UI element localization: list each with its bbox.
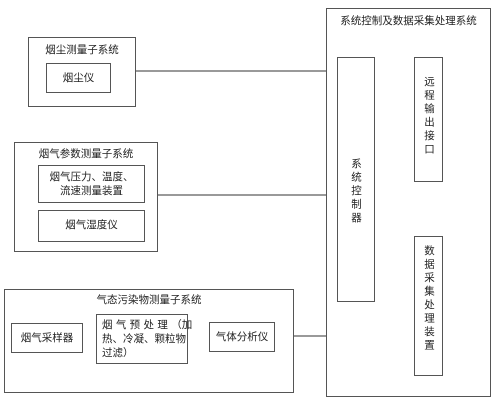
flue-param-subsystem-box: 烟气参数测量子系统 烟气压力、温度、 流速测量装置 烟气湿度仪 xyxy=(14,142,158,252)
humidity-instrument-box: 烟气湿度仪 xyxy=(38,210,145,242)
humidity-instrument-label: 烟气湿度仪 xyxy=(65,219,118,231)
gas-analyzer-label: 气体分析仪 xyxy=(215,331,269,343)
flow-measure-device-line1: 烟气压力、温度、 xyxy=(49,171,134,183)
control-system-title: 系统控制及数据采集处理系统 xyxy=(340,15,477,27)
remote-output-label: 远程输出接口 xyxy=(423,76,435,157)
sampler-box: 烟气采样器 xyxy=(11,323,83,353)
gas-pollutant-subsystem-title: 气态污染物测量子系统 xyxy=(96,294,202,306)
pretreatment-line1: 烟 气 预 处 理 （加 xyxy=(102,319,193,331)
controller-box: 系统控制器 xyxy=(337,57,375,302)
dust-instrument-box: 烟尘仪 xyxy=(46,63,111,93)
dust-instrument-label: 烟尘仪 xyxy=(62,72,95,84)
pretreatment-line2: 热、冷凝、颗粒物 xyxy=(102,333,186,345)
controller-label: 系统控制器 xyxy=(350,158,362,226)
flow-measure-device-box: 烟气压力、温度、 流速测量装置 xyxy=(38,165,145,203)
flow-measure-device-line2: 流速测量装置 xyxy=(60,185,123,197)
data-acquisition-box: 数据采集处理装置 xyxy=(414,236,443,376)
remote-output-box: 远程输出接口 xyxy=(414,57,443,182)
gas-analyzer-box: 气体分析仪 xyxy=(209,322,275,352)
pretreatment-box: 烟 气 预 处 理 （加 热、冷凝、颗粒物 过滤） xyxy=(96,314,192,364)
dust-subsystem-box: 烟尘测量子系统 烟尘仪 xyxy=(28,37,136,107)
pretreatment-line3: 过滤） xyxy=(102,347,134,359)
sampler-label: 烟气采样器 xyxy=(20,332,74,344)
flue-param-subsystem-title: 烟气参数测量子系统 xyxy=(38,148,134,160)
gas-pollutant-subsystem-box: 气态污染物测量子系统 烟气采样器 烟 气 预 处 理 （加 热、冷凝、颗粒物 过… xyxy=(4,289,294,393)
control-system-box: 系统控制及数据采集处理系统 xyxy=(326,8,491,397)
data-acquisition-label: 数据采集处理装置 xyxy=(423,245,435,353)
dust-subsystem-title: 烟尘测量子系统 xyxy=(45,44,119,56)
